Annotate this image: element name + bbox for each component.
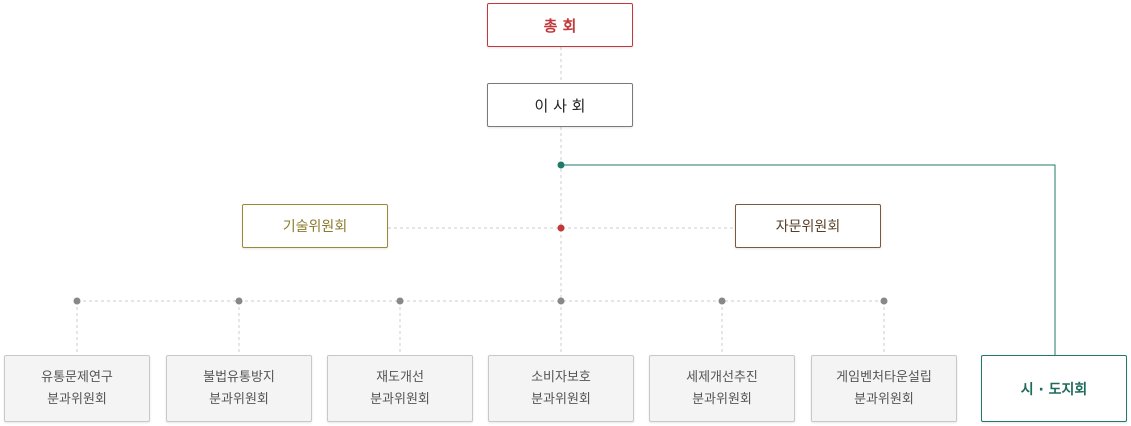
subcommittee-title: 게임벤처타운설립 — [836, 369, 932, 385]
regional-connector — [561, 164, 1056, 355]
regional-branch-box[interactable]: 시 · 도지회 — [981, 355, 1127, 422]
subcommittee-suffix: 분과위원회 — [531, 391, 591, 407]
board-of-directors-label: 이 사 회 — [534, 96, 586, 115]
subcommittee-title: 유통문제연구 — [41, 369, 113, 385]
subcommittee-suffix: 분과위원회 — [692, 391, 752, 407]
dot-sub-2 — [235, 297, 243, 305]
subcommittee-box-1[interactable]: 유통문제연구 분과위원회 — [4, 355, 150, 422]
subcommittee-suffix: 분과위원회 — [209, 391, 269, 407]
subcommittee-title: 세제개선추진 — [686, 369, 758, 385]
subcommittee-box-5[interactable]: 세제개선추진 분과위원회 — [649, 355, 795, 422]
dot-sub-1 — [73, 297, 81, 305]
advisory-committee-box[interactable]: 자문위원회 — [735, 204, 881, 248]
subcommittee-suffix: 분과위원회 — [370, 391, 430, 407]
technical-committee-box[interactable]: 기술위원회 — [242, 204, 388, 248]
technical-committee-label: 기술위원회 — [282, 219, 348, 235]
subcommittee-box-4[interactable]: 소비자보호 분과위원회 — [488, 355, 634, 422]
general-assembly-label: 총 회 — [543, 16, 577, 35]
subcommittee-title: 불법유통방지 — [203, 369, 275, 385]
dot-sub-6 — [880, 297, 888, 305]
subcommittee-box-2[interactable]: 불법유통방지 분과위원회 — [166, 355, 312, 422]
subcommittee-suffix: 분과위원회 — [47, 391, 107, 407]
regional-branch-label: 시 · 도지회 — [1020, 381, 1088, 398]
dot-regional-branch — [557, 161, 565, 169]
board-of-directors-box[interactable]: 이 사 회 — [487, 83, 633, 127]
subcommittee-box-6[interactable]: 게임벤처타운설립 분과위원회 — [811, 355, 957, 422]
dot-sub-5 — [718, 297, 726, 305]
subcommittee-title: 소비자보호 — [531, 369, 591, 385]
dot-sub-4 — [557, 297, 565, 305]
dot-sub-3 — [396, 297, 404, 305]
dot-committee-branch — [557, 224, 565, 232]
subcommittee-box-3[interactable]: 재도개선 분과위원회 — [327, 355, 473, 422]
subcommittee-title: 재도개선 — [376, 369, 424, 385]
general-assembly-box[interactable]: 총 회 — [487, 3, 633, 47]
subcommittee-suffix: 분과위원회 — [854, 391, 914, 407]
advisory-committee-label: 자문위원회 — [775, 219, 841, 235]
